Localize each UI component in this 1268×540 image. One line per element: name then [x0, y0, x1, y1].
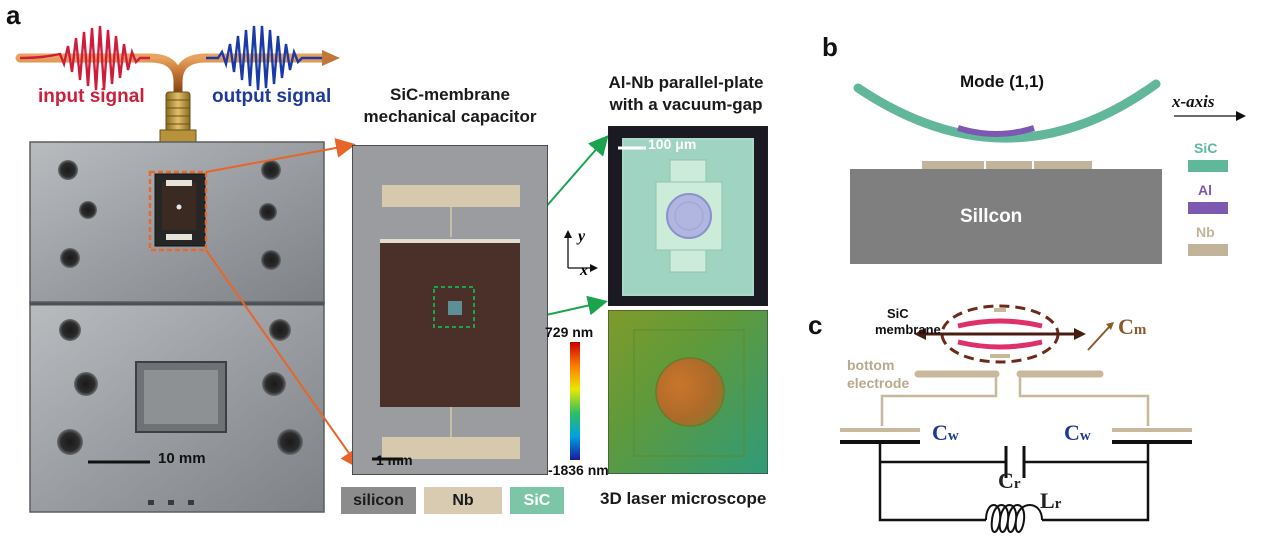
- plate-title: Al-Nb parallel-plate with a vacuum-gap: [594, 72, 778, 116]
- inductor-coil: [985, 504, 1043, 533]
- sic-membrane-curve: [853, 79, 1161, 143]
- nb-pad-right: [1034, 161, 1092, 169]
- cr-label: Cr: [998, 468, 1021, 494]
- cr-label-sub: r: [1013, 476, 1021, 492]
- x-axis-label-text: x-axis: [1172, 92, 1215, 111]
- legend-silicon: silicon: [341, 487, 416, 514]
- colorbar: [570, 342, 580, 460]
- cw-left-main: C: [932, 420, 948, 445]
- bottom-electrode-label-line2: electrode: [847, 375, 910, 391]
- plate-title-line1: Al-Nb parallel-plate: [608, 73, 764, 92]
- microscope-label: 3D laser microscope: [600, 489, 767, 508]
- panel-label-a: a: [6, 0, 21, 30]
- cw-right-label: Cw: [1064, 420, 1091, 446]
- al-electrode: [957, 125, 1035, 137]
- parallel-plate-image: [608, 126, 768, 306]
- cw-left-sub: w: [947, 428, 959, 444]
- legend-nb: Nb: [424, 487, 502, 514]
- membrane-zoom-box: [433, 286, 475, 328]
- scale-label-10mm: 10 mm: [158, 450, 206, 467]
- cw-right-main: C: [1064, 420, 1080, 445]
- lr-label: Lr: [1040, 488, 1061, 514]
- input-signal-label: input signal: [38, 86, 145, 107]
- sic-membrane-label: SiC membrane: [875, 306, 941, 338]
- panel-label-b: b: [822, 32, 838, 62]
- mode-diagram: [850, 79, 1246, 264]
- coax-cable: [15, 53, 327, 100]
- laser-microscope-image: [608, 310, 768, 474]
- scale-label-1mm: 1 mm: [376, 452, 413, 468]
- legend-b-sic: SiC: [1194, 140, 1218, 156]
- chip-highlight-box: [148, 170, 208, 252]
- axis-x-label: x: [580, 262, 588, 279]
- cw-right-sub: w: [1079, 428, 1091, 444]
- membrane-window: [380, 239, 520, 245]
- membrane-title-line2: mechanical capacitor: [363, 107, 537, 126]
- legend-silicon-label: silicon: [353, 492, 404, 509]
- cm-label-sub: m: [1133, 322, 1147, 338]
- output-signal-label: output signal: [212, 86, 332, 107]
- lr-label-sub: r: [1054, 496, 1062, 512]
- colorbar-max-label: 729 nm: [545, 324, 594, 340]
- xy-axes-indicator: [564, 230, 598, 272]
- sic-membrane-label-line1: SiC: [887, 306, 909, 321]
- membrane-chip-image: [352, 145, 548, 475]
- panel-label-c: c: [808, 310, 823, 340]
- scale-label-100um: 100 μm: [648, 136, 697, 152]
- axis-y-label: y: [578, 228, 586, 245]
- x-axis-label: x-axis: [1172, 92, 1215, 112]
- legend-nb-label: Nb: [452, 492, 474, 509]
- legend-b-al: Al: [1198, 182, 1212, 198]
- signal-cable-graphic: [15, 25, 340, 143]
- cm-label: Cm: [1118, 314, 1146, 340]
- legend-sic: SiC: [510, 487, 564, 514]
- sic-membrane-label-line2: membrane: [875, 322, 941, 337]
- plate-title-line2: with a vacuum-gap: [609, 95, 763, 114]
- circuit-diagram: [840, 304, 1192, 533]
- nb-pad-left: [922, 161, 984, 169]
- cable-arrow: [322, 50, 340, 66]
- device-box-photo: [29, 141, 325, 513]
- input-pulse: [19, 25, 150, 91]
- membrane-title: SiC-membrane mechanical capacitor: [352, 84, 548, 128]
- silicon-label: Sillcon: [960, 206, 1023, 227]
- membrane-title-line1: SiC-membrane: [390, 85, 510, 104]
- cr-label-main: C: [998, 468, 1014, 493]
- nb-pad-middle: [986, 161, 1032, 169]
- output-pulse: [206, 25, 322, 91]
- legend-sic-label: SiC: [523, 492, 551, 509]
- cw-left-label: Cw: [932, 420, 959, 446]
- bottom-electrode-label-line1: bottom: [847, 357, 895, 373]
- lr-label-main: L: [1040, 488, 1055, 513]
- colorbar-min-label: -1836 nm: [548, 462, 609, 478]
- silicon-substrate: [850, 169, 1162, 264]
- bottom-electrode-label: bottom electrode: [847, 356, 909, 392]
- legend-b-nb: Nb: [1196, 224, 1215, 240]
- mode-label: Mode (1,1): [960, 72, 1045, 91]
- cm-label-main: C: [1118, 314, 1134, 339]
